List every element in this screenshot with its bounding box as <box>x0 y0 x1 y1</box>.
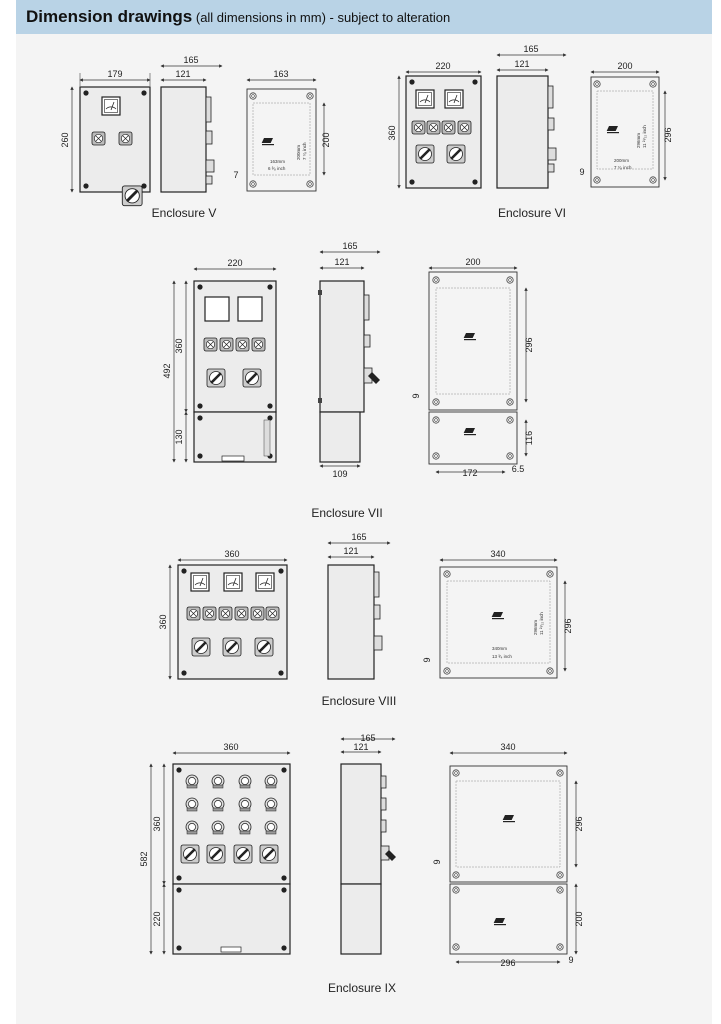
dim-vi-foot: 9 <box>579 167 584 177</box>
v-inner-h: 200mm <box>296 145 301 160</box>
viii-inner-h: 296mm <box>533 620 538 635</box>
dim-vi-side-depth: 165 <box>523 44 538 54</box>
caption-enclosure-viii: Enclosure VIII <box>322 694 397 708</box>
enclosure-vii: 220 360 492 130 165 121 109 <box>162 241 534 520</box>
dim-ix-foot: 9 <box>432 859 442 864</box>
enclosure-ix-side <box>340 763 396 955</box>
dim-vii-lower-height: 130 <box>174 429 184 444</box>
enclosure-vii-front <box>193 280 277 463</box>
dim-vi-side-body: 121 <box>514 59 529 69</box>
dim-vii-side-depth: 165 <box>342 241 357 251</box>
dim-viii-side-body: 121 <box>343 546 358 556</box>
dim-v-back-height: 200 <box>321 132 331 147</box>
vi-inner-w: 200mm <box>614 158 629 163</box>
vi-inner-w-in: 7 ⁷⁄₈ inch <box>614 165 632 170</box>
caption-enclosure-v: Enclosure V <box>152 206 217 220</box>
section-title: Dimension drawings (all dimensions in mm… <box>26 7 451 26</box>
dim-ix-offset: 9 <box>568 955 573 965</box>
dim-vii-total-height: 492 <box>162 363 172 378</box>
caption-enclosure-vii: Enclosure VII <box>311 506 382 520</box>
dim-v-side-body: 121 <box>175 69 190 79</box>
enclosure-vi-back: 200mm 7 ⁷⁄₈ inch 296mm 11 ²¹⁄₃₂ inch <box>590 76 660 188</box>
dim-vii-front-width: 220 <box>227 258 242 268</box>
dim-vi-height: 360 <box>387 125 397 140</box>
dim-viii-height: 360 <box>158 614 168 629</box>
enclosure-ix-back <box>449 765 568 955</box>
viii-inner-w-in: 13 ³⁄₄ inch <box>492 654 512 659</box>
dim-vii-side-lower: 109 <box>332 469 347 479</box>
dim-v-back-width: 163 <box>273 69 288 79</box>
dim-vii-offset: 6.5 <box>512 464 525 474</box>
viii-inner-w: 340mm <box>492 646 507 651</box>
caption-enclosure-ix: Enclosure IX <box>328 981 396 995</box>
enclosure-ix-front <box>172 763 291 955</box>
dim-v-foot: 7 <box>233 170 238 180</box>
dim-vi-back-height: 296 <box>663 127 673 142</box>
vi-inner-h: 296mm <box>636 133 641 148</box>
dim-vii-side-body: 121 <box>334 257 349 267</box>
v-inner-h-in: 7 ⁷⁄₈ inch <box>302 142 307 160</box>
dim-v-front-width: 179 <box>107 69 122 79</box>
dim-ix-total-height: 582 <box>139 851 149 866</box>
enclosure-v-back: 163mm 6 ³⁄₈ inch 200mm 7 ⁷⁄₈ inch <box>246 88 317 192</box>
dim-vii-back-width: 200 <box>465 257 480 267</box>
dim-ix-front-width: 360 <box>223 742 238 752</box>
dim-vi-front-width: 220 <box>435 61 450 71</box>
enclosure-vi: 220 360 165 121 200mm 7 ⁷⁄₈ inch 296mm 1… <box>387 44 673 220</box>
v-inner-w: 163mm <box>270 159 285 164</box>
dim-v-height: 260 <box>60 132 70 147</box>
dim-ix-upper-height: 360 <box>152 816 162 831</box>
enclosure-v-front <box>79 86 151 208</box>
enclosure-ix: 360 360 582 220 165 121 <box>139 733 584 995</box>
dim-viii-front-width: 360 <box>224 549 239 559</box>
dim-ix-lower-back-height: 200 <box>574 911 584 926</box>
dim-vii-back-height: 296 <box>524 337 534 352</box>
enclosure-vii-side <box>318 280 380 463</box>
enclosure-vii-back <box>428 271 518 465</box>
vi-inner-h-in: 11 ²¹⁄₃₂ inch <box>642 125 647 148</box>
dim-ix-lower-height: 220 <box>152 911 162 926</box>
dim-ix-back-height: 296 <box>574 816 584 831</box>
dim-vii-foot: 9 <box>411 393 421 398</box>
dim-ix-lower-back-width: 296 <box>500 958 515 968</box>
enclosure-v: 179 260 165 121 163mm 6 ³⁄₈ inch 200mm 7… <box>60 55 331 220</box>
enclosure-vi-front <box>405 75 482 189</box>
dim-vi-back-width: 200 <box>617 61 632 71</box>
dim-viii-foot: 9 <box>422 657 432 662</box>
enclosure-v-side <box>160 86 215 193</box>
dim-vii-upper-height: 360 <box>174 338 184 353</box>
section-note: (all dimensions in mm) - subject to alte… <box>192 10 451 25</box>
dim-viii-side-depth: 165 <box>351 532 366 542</box>
dim-ix-side-body: 121 <box>353 742 368 752</box>
dim-viii-back-height: 296 <box>563 618 573 633</box>
caption-enclosure-vi: Enclosure VI <box>498 206 566 220</box>
enclosure-viii-front <box>177 564 288 680</box>
dim-vii-lower-back-width: 172 <box>462 468 477 478</box>
dim-ix-back-width: 340 <box>500 742 515 752</box>
dim-viii-back-width: 340 <box>490 549 505 559</box>
viii-inner-h-in: 11 ²¹⁄₃₂ inch <box>539 612 544 635</box>
enclosure-viii-back: 340mm 13 ³⁄₄ inch 296mm 11 ²¹⁄₃₂ inch <box>439 566 558 679</box>
dim-ix-side-depth: 165 <box>360 733 375 743</box>
v-inner-w-in: 6 ³⁄₈ inch <box>268 166 286 171</box>
enclosure-vi-side <box>496 75 557 189</box>
section-header: Dimension drawings (all dimensions in mm… <box>16 0 712 34</box>
dim-v-side-depth: 165 <box>183 55 198 65</box>
enclosure-viii: 360 360 165 121 340mm 13 ³⁄₄ inch 296mm … <box>158 532 573 708</box>
enclosure-viii-side <box>327 564 383 680</box>
dim-vii-lower-back-height: 116 <box>524 431 534 445</box>
